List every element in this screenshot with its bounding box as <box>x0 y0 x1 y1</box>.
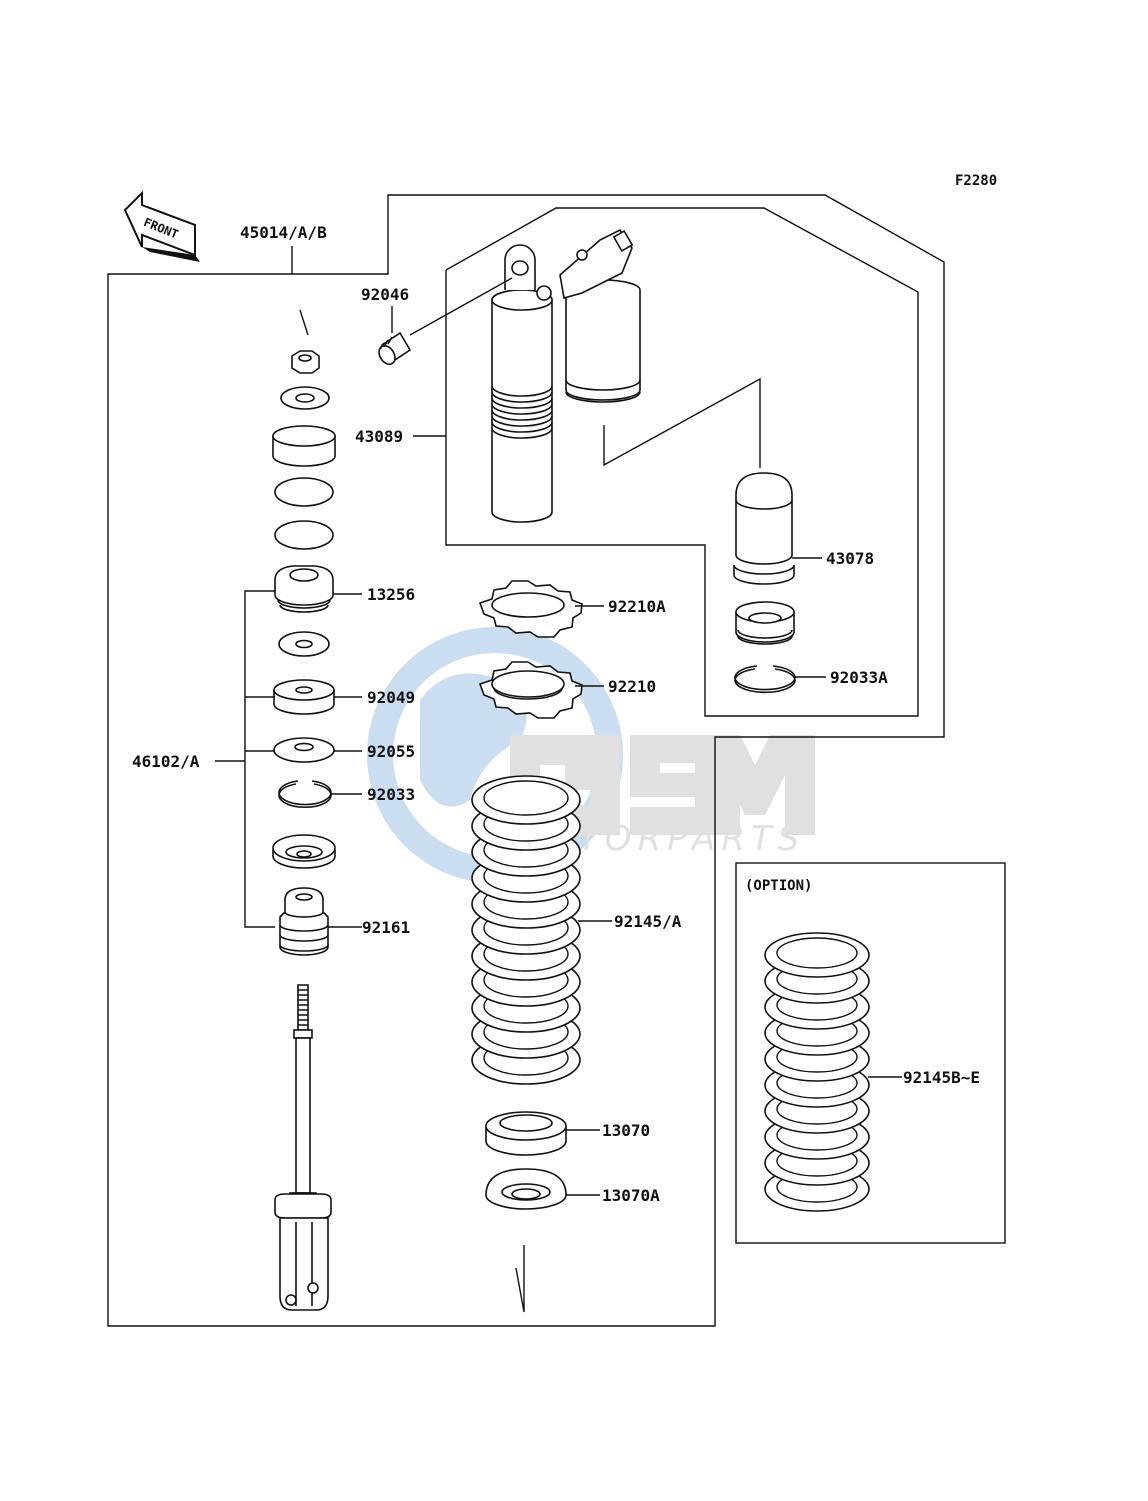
label-92049: 92049 <box>367 688 415 707</box>
option-label: (OPTION) <box>745 878 812 894</box>
part-13070 <box>485 1111 567 1156</box>
part-92145B-E <box>764 932 870 1212</box>
label-13256: 13256 <box>367 585 415 604</box>
front-arrow-icon: FRONT <box>123 190 200 262</box>
label-92145B-E: 92145B~E <box>903 1068 980 1087</box>
label-92210A: 92210A <box>608 597 666 616</box>
assembly-boundary <box>107 194 945 1327</box>
label-13070A: 13070A <box>602 1186 660 1205</box>
label-92055: 92055 <box>367 742 415 761</box>
label-92033A: 92033A <box>830 668 888 687</box>
label-46102: 46102/A <box>132 752 200 771</box>
watermark: MOTORPARTS <box>367 627 815 883</box>
label-43089: 43089 <box>355 427 403 446</box>
label-92161: 92161 <box>362 918 410 937</box>
shock-boundary <box>445 207 919 717</box>
part-43089 <box>491 228 641 523</box>
label-92210: 92210 <box>608 677 656 696</box>
part-92049 <box>273 679 335 715</box>
part-92055 <box>273 737 335 763</box>
part-92046 <box>378 331 412 366</box>
label-92033: 92033 <box>367 785 415 804</box>
o-ring-1 <box>274 477 334 507</box>
option-box <box>735 862 1006 1244</box>
part-92210 <box>478 661 583 719</box>
spring-cup <box>272 834 336 869</box>
piston-rod <box>274 984 332 1311</box>
o-ring-2 <box>274 520 334 550</box>
reservoir-cap <box>735 601 795 645</box>
collar <box>272 425 336 467</box>
label-92046: 92046 <box>361 285 409 304</box>
label-43078: 43078 <box>826 549 874 568</box>
part-92145 <box>471 775 581 1085</box>
label-13070: 13070 <box>602 1121 650 1140</box>
part-13256 <box>274 565 334 613</box>
part-13070A <box>485 1168 567 1210</box>
label-92145: 92145/A <box>614 912 682 931</box>
part-92033 <box>278 780 332 806</box>
figure-code: F2280 <box>955 173 997 189</box>
part-92161 <box>279 887 329 956</box>
label-45014: 45014/A/B <box>240 223 327 242</box>
part-43078 <box>733 472 795 585</box>
part-92210A <box>478 580 583 638</box>
part-92033A <box>734 665 796 691</box>
